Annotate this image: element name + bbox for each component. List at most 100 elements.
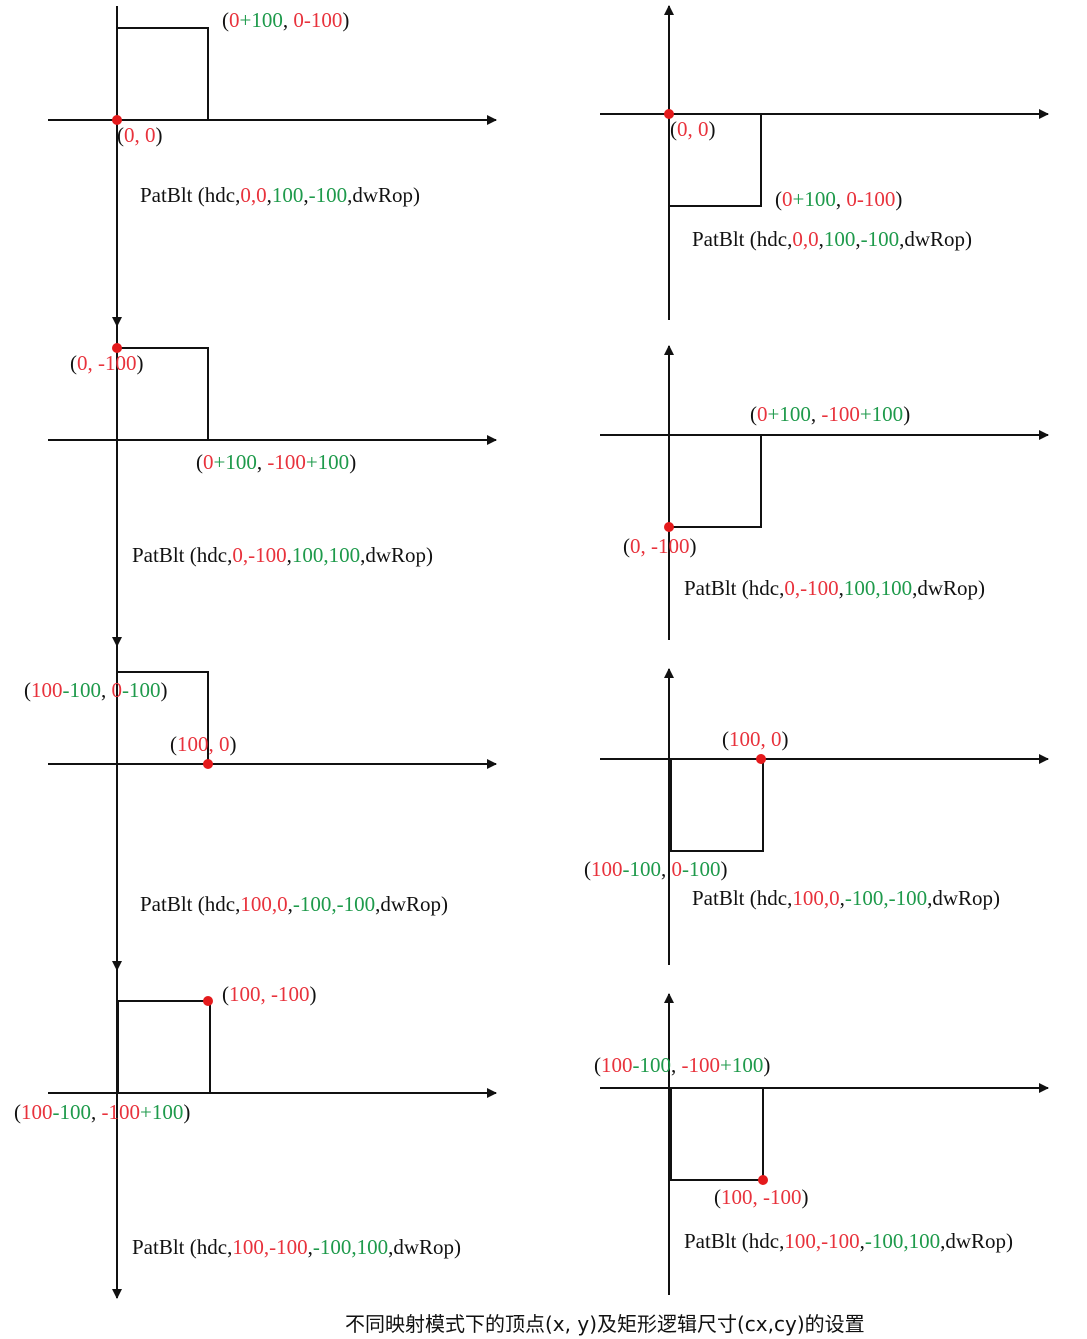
- label-segment: PatBlt (hdc,: [132, 1235, 232, 1259]
- patblt-call: PatBlt (hdc,0,-100,100,100,dwRop): [132, 543, 433, 567]
- label-segment: -100: [623, 857, 662, 881]
- origin-point-marker: [203, 759, 213, 769]
- label-segment: (: [670, 117, 677, 141]
- label-segment: -100: [821, 402, 860, 426]
- label-segment: ): [349, 450, 356, 474]
- label-segment: +100: [720, 1053, 763, 1077]
- label-segment: 100: [824, 227, 856, 251]
- label-segment: 100, 0: [729, 727, 782, 751]
- label-segment: PatBlt (hdc,: [692, 227, 792, 251]
- label-segment: +100: [306, 450, 349, 474]
- label-segment: (: [222, 8, 229, 32]
- label-segment: -100: [309, 183, 348, 207]
- origin-label: (100, 0): [722, 727, 789, 751]
- label-segment: (: [714, 1185, 721, 1209]
- label-segment: +100: [768, 402, 811, 426]
- label-segment: ): [137, 351, 144, 375]
- corner-label: (100-100, -100+100): [14, 1100, 190, 1124]
- label-segment: -100: [102, 1100, 141, 1124]
- label-segment: PatBlt (hdc,: [684, 1229, 784, 1253]
- label-segment: ,: [287, 543, 292, 567]
- label-segment: -100: [682, 857, 721, 881]
- label-segment: -100: [633, 1053, 672, 1077]
- figure-caption: 不同映射模式下的顶点(x, y)及矩形逻辑尺寸(cx,cy)的设置: [345, 1312, 865, 1336]
- label-segment: 100,100: [292, 543, 360, 567]
- label-segment: (: [117, 123, 124, 147]
- label-segment: ): [903, 402, 910, 426]
- label-segment: (: [14, 1100, 21, 1124]
- label-segment: 0, -100: [77, 351, 137, 375]
- label-segment: (: [750, 402, 757, 426]
- label-segment: ,: [840, 886, 845, 910]
- label-segment: 0-100: [293, 8, 342, 32]
- panel-left-2: (0, -100) (0+100, -100+100) PatBlt (hdc,…: [48, 343, 497, 567]
- label-segment: -100,100: [313, 1235, 388, 1259]
- label-segment: -100,-100: [293, 892, 375, 916]
- origin-point-marker: [112, 343, 122, 353]
- label-segment: ): [310, 982, 317, 1006]
- label-segment: -100,100: [865, 1229, 940, 1253]
- label-segment: (: [24, 678, 31, 702]
- rectangle: [116, 671, 209, 765]
- label-segment: 0, 0: [124, 123, 156, 147]
- panel-right-1: (0, 0) (0+100, 0-100) PatBlt (hdc,0,0,10…: [600, 5, 1049, 320]
- label-segment: PatBlt (hdc,: [692, 886, 792, 910]
- rectangle: [670, 758, 764, 852]
- label-segment: 0: [229, 8, 240, 32]
- label-segment: ): [802, 1185, 809, 1209]
- patblt-call: PatBlt (hdc,0,0,100,-100,dwRop): [140, 183, 420, 207]
- label-segment: PatBlt (hdc,: [140, 892, 240, 916]
- label-segment: 100, -100: [721, 1185, 802, 1209]
- label-segment: ,: [671, 1053, 682, 1077]
- label-segment: ,: [839, 576, 844, 600]
- corner-label: (0+100, -100+100): [196, 450, 356, 474]
- rectangle: [670, 1087, 764, 1181]
- patblt-call: PatBlt (hdc,100,-100,-100,100,dwRop): [684, 1229, 1013, 1253]
- label-segment: ): [690, 534, 697, 558]
- label-segment: ,: [257, 450, 268, 474]
- label-segment: ,: [836, 187, 847, 211]
- label-segment: 100,100: [844, 576, 912, 600]
- rectangle: [116, 347, 209, 441]
- label-segment: 100, -100: [229, 982, 310, 1006]
- label-segment: PatBlt (hdc,: [132, 543, 232, 567]
- label-segment: (: [70, 351, 77, 375]
- label-segment: 0: [757, 402, 768, 426]
- origin-point-marker: [664, 522, 674, 532]
- label-segment: 100: [21, 1100, 53, 1124]
- label-segment: ): [709, 117, 716, 141]
- label-segment: ,: [101, 678, 112, 702]
- label-segment: (: [775, 187, 782, 211]
- label-segment: +100: [240, 8, 283, 32]
- label-segment: 0,0: [792, 227, 818, 251]
- label-segment: 100,0: [792, 886, 839, 910]
- corner-label: (0+100, -100+100): [750, 402, 910, 426]
- origin-label: (100, 0): [170, 732, 237, 756]
- label-segment: -100: [682, 1053, 721, 1077]
- label-segment: 0: [782, 187, 793, 211]
- label-segment: -100: [63, 678, 102, 702]
- label-segment: ): [895, 187, 902, 211]
- patblt-call: PatBlt (hdc,0,0,100,-100,dwRop): [692, 227, 972, 251]
- rectangle: [668, 434, 762, 528]
- corner-label: (0+100, 0-100): [775, 187, 902, 211]
- label-segment: ,dwRop): [388, 1235, 461, 1259]
- origin-label: (0, -100): [70, 351, 144, 375]
- panel-right-4: (100-100, -100+100) (100, -100) PatBlt (…: [594, 993, 1049, 1295]
- label-segment: PatBlt (hdc,: [684, 576, 784, 600]
- origin-point-marker: [758, 1175, 768, 1185]
- label-segment: 100: [601, 1053, 633, 1077]
- label-segment: ,: [303, 183, 308, 207]
- label-segment: ,: [860, 1229, 865, 1253]
- label-segment: 0: [203, 450, 214, 474]
- label-segment: ,: [819, 227, 824, 251]
- label-segment: (: [222, 982, 229, 1006]
- panel-left-4: (100, -100) (100-100, -100+100) PatBlt (…: [14, 982, 497, 1259]
- label-segment: ,: [91, 1100, 102, 1124]
- origin-label: (0, 0): [670, 117, 716, 141]
- label-segment: ): [721, 857, 728, 881]
- label-segment: ,: [661, 857, 672, 881]
- label-segment: (: [594, 1053, 601, 1077]
- label-segment: ): [782, 727, 789, 751]
